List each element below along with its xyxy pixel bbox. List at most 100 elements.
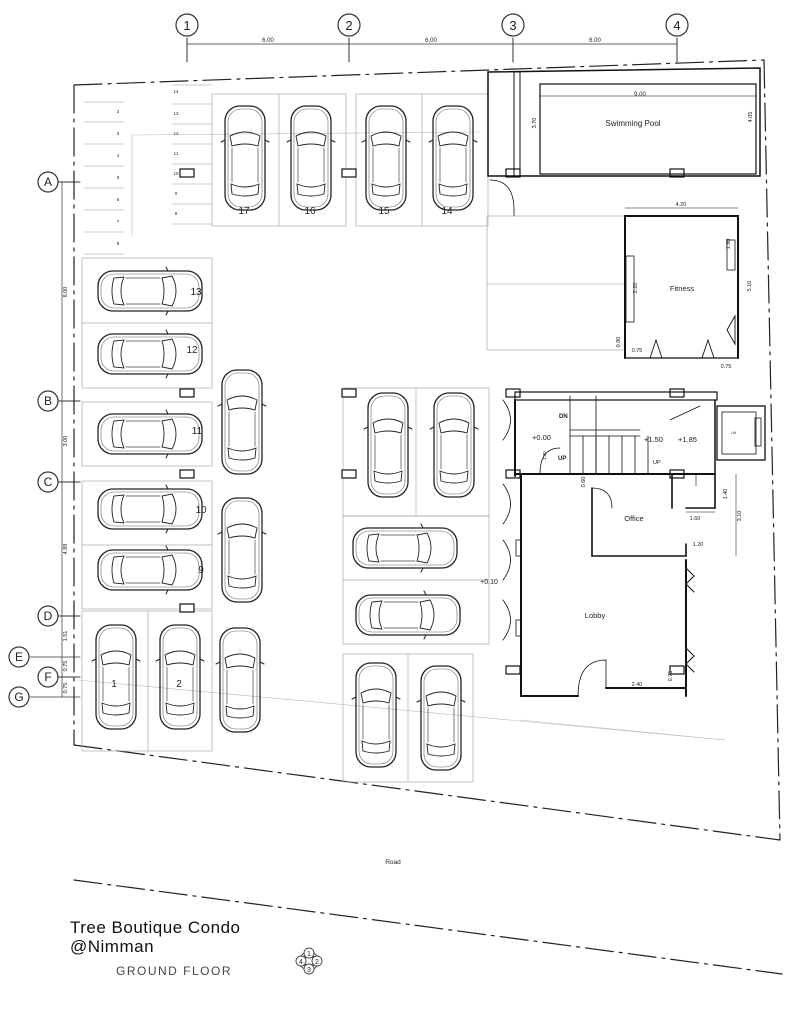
row-label: D (44, 609, 53, 623)
motorbike-slot-label: 9 (175, 191, 178, 196)
dimension-text: 1.20 (693, 542, 704, 548)
dimension-text: 0.80 (616, 337, 622, 348)
drive-aisle-guides (77, 131, 726, 741)
stair-down-label: DN (559, 414, 568, 420)
compass-label: 3 (307, 967, 311, 974)
car (353, 524, 457, 572)
motorbike-slot-label: 2 (117, 109, 120, 114)
drawing-title: Tree Boutique Condo @Nimman (70, 918, 240, 956)
parking-bays (81, 93, 490, 783)
dimension-text: 1.90 (726, 239, 732, 250)
lift-label: Lift (731, 431, 736, 435)
motorbike-parking (83, 84, 213, 255)
column-marker-4 (665, 13, 689, 37)
parking-slot-number: 14 (441, 206, 453, 217)
car (363, 392, 413, 498)
row-label: A (44, 175, 52, 189)
car-9 (428, 105, 478, 211)
level-label: +1.85 (678, 435, 697, 444)
office-lobby (502, 399, 737, 697)
column-marker-3 (501, 13, 525, 37)
parking-slot-number: 12 (186, 345, 198, 356)
car-10 (361, 105, 411, 211)
dimension-text: 1.30 (542, 451, 547, 460)
car (351, 662, 401, 768)
stair-up-label: UP (653, 460, 661, 466)
dimension-text: 0.75 (668, 671, 674, 682)
level-label: +0.00 (532, 433, 551, 442)
parking-slot-number: 16 (304, 206, 316, 217)
car (416, 665, 466, 771)
column-label: 2 (345, 18, 352, 33)
motorbike-slot-label: 4 (117, 153, 120, 158)
dimension-text: 5.10 (747, 281, 753, 292)
motorbike-slot-label: 13 (173, 111, 179, 116)
column-marker-2 (337, 13, 361, 37)
dimension-text: 4.20 (676, 202, 687, 208)
swimming-pool (487, 67, 761, 217)
dimension-text: 6.00 (262, 38, 274, 44)
parking-slot-number: 13 (190, 287, 202, 298)
car (429, 392, 479, 498)
motorbike-slot-label: 8 (175, 211, 178, 216)
fitness-room (486, 207, 739, 359)
motorbike-slot-label: 12 (173, 131, 179, 136)
row-label: F (44, 670, 51, 684)
dimension-text: 0.60 (581, 477, 587, 488)
room-label-office: Office (624, 514, 643, 523)
parking-slot-number: 9 (198, 565, 204, 576)
motorbike-slot-label: 11 (174, 151, 179, 156)
car-aisle-1 (217, 369, 267, 475)
dimension-text: 6.00 (425, 38, 437, 44)
level-label: +1.50 (644, 435, 663, 444)
car-17 (98, 267, 202, 315)
dimension-text: 0.75 (632, 348, 643, 354)
car-12 (220, 105, 270, 211)
parking-slot-number: 17 (238, 206, 250, 217)
stair-up-label: UP (558, 456, 566, 462)
car-13 (98, 546, 202, 594)
car-15 (98, 410, 202, 458)
motorbike-slot-label: 7 (117, 219, 120, 224)
dimension-text: 3.00 (63, 436, 69, 447)
car-11 (286, 105, 336, 211)
parked-cars (91, 105, 479, 771)
motorbike-slot-label: 10 (173, 171, 179, 176)
compass-label: 1 (307, 951, 311, 958)
drawing-title-line1: Tree Boutique Condo (70, 918, 241, 937)
compass-label: 2 (315, 959, 319, 966)
motorbike-slot-label: 3 (117, 131, 120, 136)
dimension-text: 0.75 (63, 661, 69, 672)
car-1 (91, 624, 141, 730)
dimension-text: 2.20 (633, 283, 639, 294)
room-label-fitness: Fitness (670, 284, 694, 293)
parking-slot-number: 1 (111, 679, 117, 690)
motorbike-slot-label: 8 (117, 241, 120, 246)
drawing-subtitle: GROUND FLOOR (116, 964, 233, 978)
dimension-text: 2.40 (632, 682, 643, 688)
dimension-text: 6.00 (589, 38, 601, 44)
dimension-text: 4.05 (748, 112, 754, 123)
row-label: C (44, 475, 53, 489)
motorbike-slot-label: 6 (117, 197, 120, 202)
column-marker-1 (175, 13, 199, 37)
parking-slot-number: 15 (378, 206, 390, 217)
dimension-text: 4.89 (63, 544, 69, 555)
motorbike-slot-label: 14 (173, 89, 179, 94)
car (356, 591, 460, 639)
stair-core (514, 391, 766, 487)
column-label: 4 (673, 18, 680, 33)
row-label: G (14, 690, 23, 704)
row-label: E (15, 650, 23, 664)
parking-slot-number: 10 (195, 505, 207, 516)
dimension-text: 3.10 (737, 511, 743, 522)
room-label-swimming-pool: Swimming Pool (605, 119, 660, 128)
column-grid (175, 13, 689, 63)
level-label: +0.10 (480, 579, 498, 586)
drawing-title-line2: @Nimman (70, 937, 155, 956)
column-label: 1 (183, 18, 190, 33)
dimension-text: 3.70 (532, 118, 538, 129)
motorbike-slot-label: 5 (117, 175, 120, 180)
row-grid (8, 171, 81, 708)
